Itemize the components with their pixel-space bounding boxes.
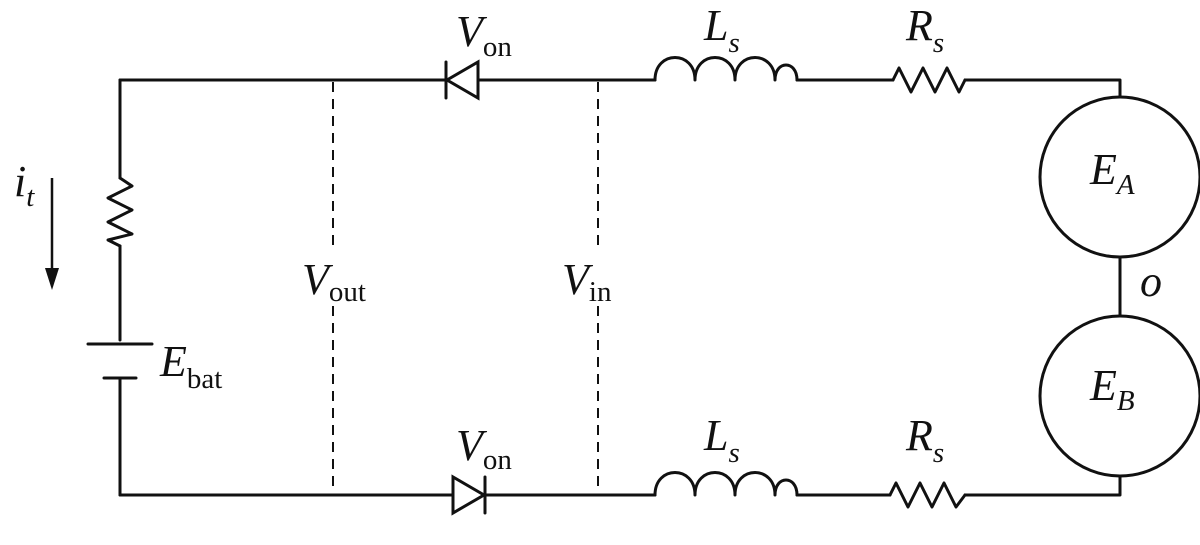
- battery-symbol: [86, 342, 154, 380]
- resistor-bottom: [888, 481, 967, 509]
- resistor-top-label: Rs: [905, 1, 944, 59]
- battery-resistor: [106, 176, 134, 248]
- inductor-top: [653, 56, 799, 82]
- inductor-bottom: [653, 471, 799, 497]
- top-wire: [118, 78, 1122, 99]
- current-label: it: [14, 157, 35, 213]
- diode-top: [444, 59, 480, 101]
- resistor-bottom-label: Rs: [905, 411, 944, 469]
- resistor-top: [891, 66, 967, 94]
- v-out-label: Vout: [302, 255, 366, 308]
- battery-label: Ebat: [159, 337, 222, 395]
- diode-bottom-label: Von: [456, 421, 512, 476]
- inductor-bottom-label: Ls: [703, 411, 740, 469]
- midpoint-label: o: [1140, 257, 1162, 306]
- inductor-top-label: Ls: [703, 1, 740, 59]
- source-b: [1038, 314, 1200, 478]
- source-b-label: EB: [1089, 361, 1135, 417]
- v-in-label: Vin: [562, 255, 612, 308]
- bottom-wire: [118, 474, 1122, 497]
- diode-top-label: Von: [456, 7, 512, 63]
- current-arrow: [45, 178, 59, 290]
- source-a-label: EA: [1089, 145, 1135, 201]
- diode-bottom: [451, 474, 487, 516]
